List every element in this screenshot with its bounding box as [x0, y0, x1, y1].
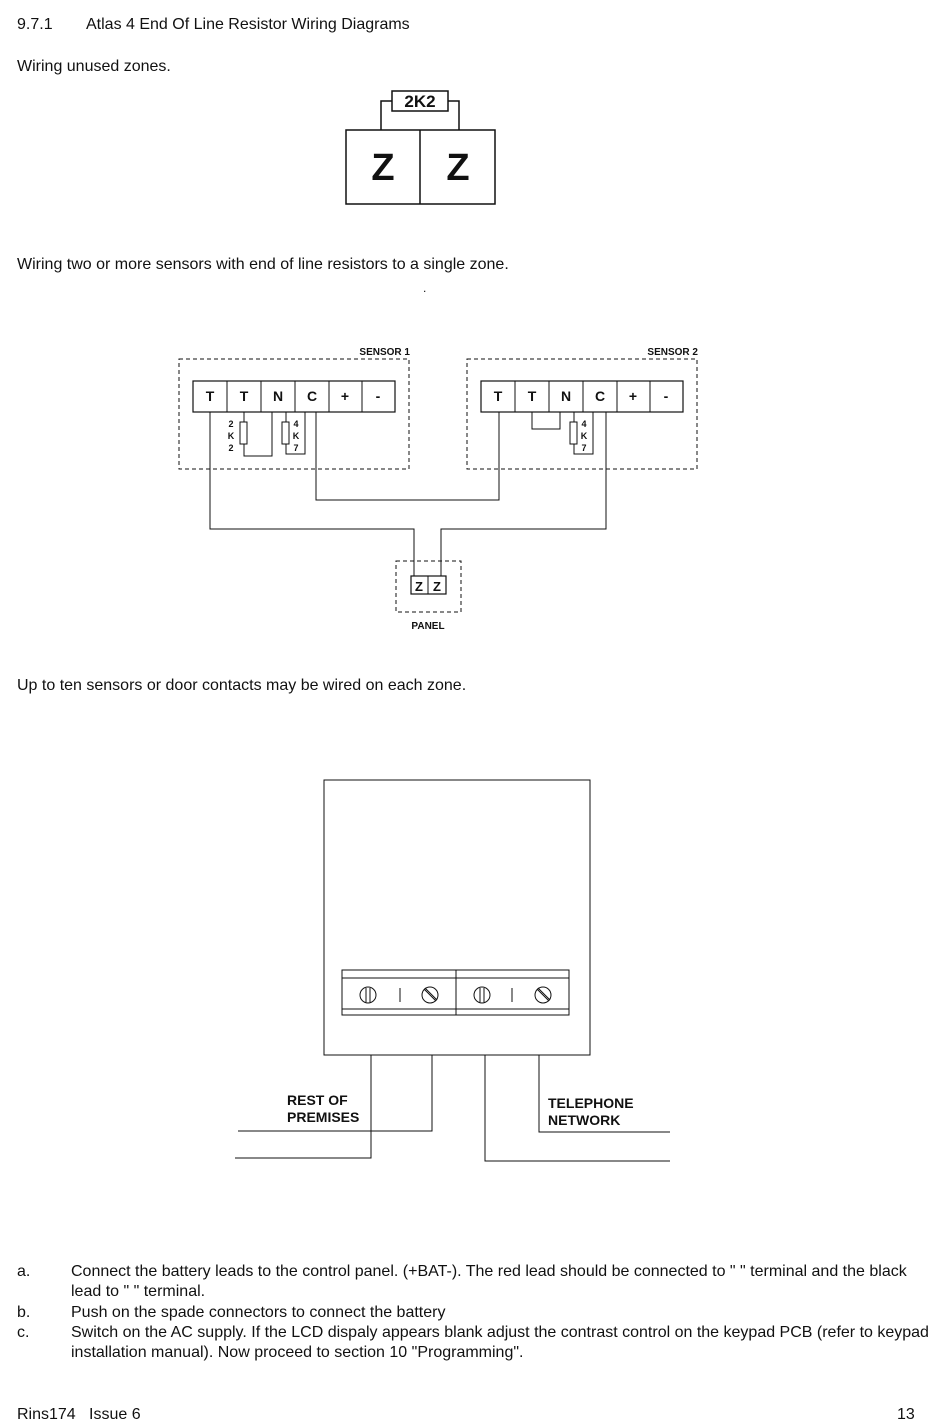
- sensor1-res-b-3: 7: [293, 443, 298, 453]
- multi-sensor-diagram: SENSOR 1 SENSOR 2 T T N C + - T T N C + …: [178, 347, 698, 632]
- sensor1-terminal-t1: T: [206, 388, 215, 404]
- step-label: a.: [17, 1263, 31, 1280]
- stray-dot: .: [423, 281, 427, 295]
- sensor1-terminal-n: N: [273, 388, 283, 404]
- screw-3-icon: [473, 986, 491, 1004]
- sensor2-res-b-2: K: [581, 431, 588, 441]
- sensor1-res-a-2: K: [228, 431, 235, 441]
- step-text: Push on the spade connectors to connect …: [71, 1304, 446, 1321]
- sensor1-terminal-plus: +: [341, 388, 349, 404]
- sensor2-res-b-3: 7: [581, 443, 586, 453]
- sensor2-terminal-t1: T: [494, 388, 503, 404]
- sensor2-outline: [466, 358, 698, 470]
- sensor2-terminal-n: N: [561, 388, 571, 404]
- sensor1-terminal-t2: T: [240, 388, 249, 404]
- sensor1-terminal-block: [192, 380, 396, 413]
- step-label: b.: [17, 1304, 31, 1321]
- paragraph-multi-sensor: Wiring two or more sensors with end of l…: [17, 256, 509, 273]
- list-item: b. Push on the spade connectors to conne…: [17, 1303, 937, 1323]
- sensor1-terminal-minus: -: [376, 388, 381, 404]
- paragraph-ten-sensors: Up to ten sensors or door contacts may b…: [17, 677, 467, 694]
- sensor1-label: SENSOR 1: [359, 347, 410, 358]
- sensor1-resistor-4k7: [281, 421, 290, 445]
- resistor-label: 2K2: [404, 92, 435, 111]
- sensor1-res-a-3: 2: [228, 443, 233, 453]
- rest-of-premises-label-1: REST OF: [287, 1092, 348, 1108]
- step-text: Connect the battery leads to the control…: [71, 1263, 907, 1300]
- screw-2-icon: [421, 986, 439, 1004]
- step-label: c.: [17, 1324, 30, 1341]
- sensor1-res-b-2: K: [293, 431, 300, 441]
- sensor2-terminal-t2: T: [528, 388, 537, 404]
- sensor2-terminal-minus: -: [664, 388, 669, 404]
- sensor1-outline: [178, 358, 410, 470]
- unused-zone-diagram: 2K2 Z Z: [345, 90, 496, 205]
- sensor2-terminal-c: C: [595, 388, 605, 404]
- sensor2-resistor-4k7: [569, 421, 578, 445]
- section-number: 9.7.1: [17, 16, 53, 33]
- footer-doc-id: Rins174 Issue 6: [17, 1406, 141, 1423]
- panel-z-right: Z: [433, 579, 441, 594]
- zone-z-left: Z: [371, 147, 394, 189]
- list-item: a. Connect the battery leads to the cont…: [17, 1262, 937, 1302]
- sensor2-terminal-plus: +: [629, 388, 637, 404]
- sensor1-res-a-1: 2: [228, 419, 233, 429]
- sensor2-terminal-block: [480, 380, 684, 413]
- panel-outline: [395, 560, 462, 613]
- list-item: c. Switch on the AC supply. If the LCD d…: [17, 1323, 937, 1363]
- sensor2-label: SENSOR 2: [647, 347, 698, 358]
- connection-box: [323, 779, 591, 1056]
- sensor1-terminal-c: C: [307, 388, 317, 404]
- paragraph-unused-zones: Wiring unused zones.: [17, 58, 171, 75]
- telephone-connection-diagram: REST OF PREMISES TELEPHONE NETWORK: [235, 779, 670, 1162]
- screw-4-icon: [534, 986, 552, 1004]
- telephone-network-label-2: NETWORK: [548, 1112, 620, 1128]
- page-number: 13: [897, 1406, 915, 1423]
- panel-label: PANEL: [411, 621, 444, 632]
- step-text: Switch on the AC supply. If the LCD disp…: [71, 1324, 929, 1361]
- sensor1-resistor-2k2: [239, 421, 248, 445]
- rest-of-premises-label-2: PREMISES: [287, 1109, 359, 1125]
- zone-z-right: Z: [446, 147, 469, 189]
- sensor1-res-b-1: 4: [293, 419, 298, 429]
- screw-1-icon: [359, 986, 377, 1004]
- sensor2-res-b-1: 4: [581, 419, 586, 429]
- telephone-network-label-1: TELEPHONE: [548, 1095, 634, 1111]
- section-title: Atlas 4 End Of Line Resistor Wiring Diag…: [86, 16, 410, 33]
- panel-z-left: Z: [415, 579, 423, 594]
